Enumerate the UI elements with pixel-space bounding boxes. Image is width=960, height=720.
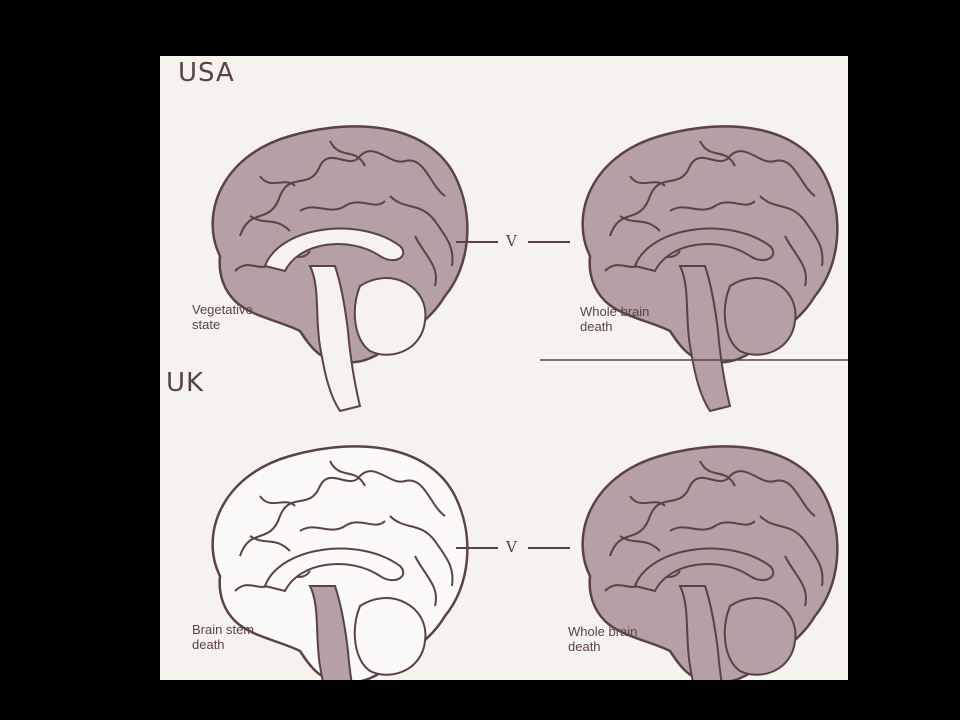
brain-comparison-figure <box>211 125 848 680</box>
usa-right-label: Whole brain death <box>580 304 650 334</box>
uk-connector-label: V <box>506 538 517 556</box>
uk-left-label: Brain stem death <box>192 622 255 652</box>
usa-vegetative-brain <box>211 125 469 412</box>
usa-connector-label: V <box>506 232 517 250</box>
section-title-uk: UK <box>166 368 205 398</box>
usa-whole-brain-death-brain <box>581 125 839 412</box>
section-title-usa: USA <box>178 58 235 88</box>
uk-right-label: Whole brain death <box>568 624 638 654</box>
figure-panel: USA Vegetative state V Whole brain death… <box>160 56 848 680</box>
usa-left-label: Vegetative state <box>192 302 253 332</box>
